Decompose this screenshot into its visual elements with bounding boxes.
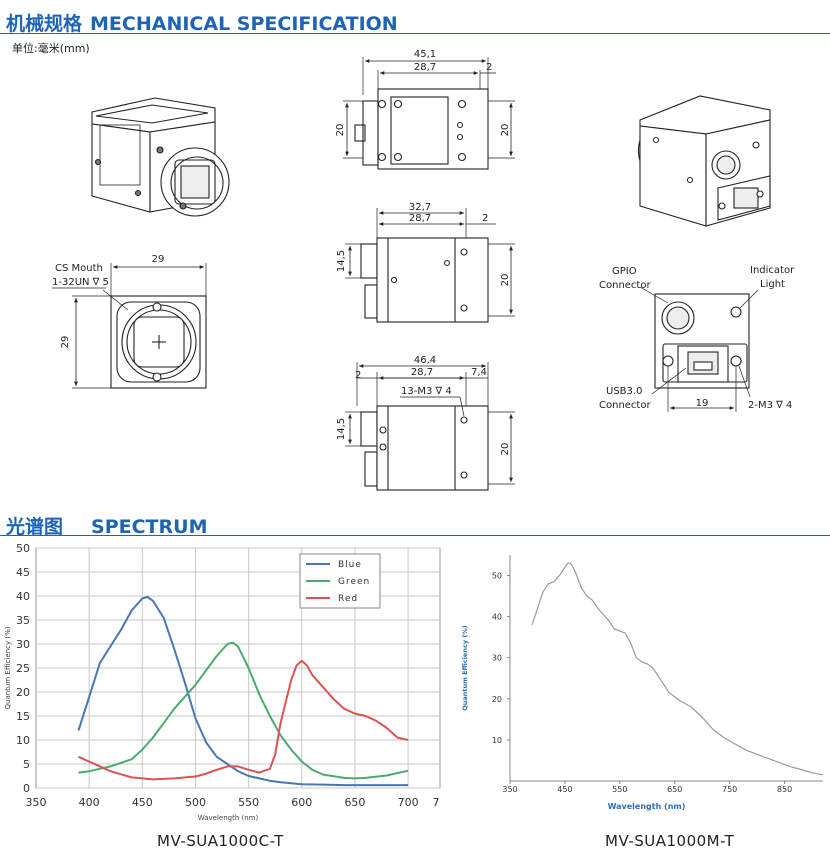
side-view-top <box>343 57 515 170</box>
x-axis-title: Wavelength (nm) <box>198 814 259 822</box>
x-tick-label: 350 <box>26 796 47 809</box>
legend-label-green: Green <box>338 577 370 587</box>
spectrum-title-rule <box>0 535 830 536</box>
camera-isometric-front <box>91 97 230 217</box>
indicator-label-line1: Indicator <box>750 265 795 276</box>
y-tick-label: 0 <box>23 782 30 795</box>
y-tick-label: 30 <box>492 654 502 663</box>
y-tick-label: 15 <box>16 710 30 723</box>
x-tick-label: 450 <box>132 796 153 809</box>
x-tick-label: 600 <box>291 796 312 809</box>
bottom-right-dim: 7,4 <box>471 367 487 378</box>
front-view-drawing <box>72 263 207 389</box>
front-height-dim: 29 <box>60 336 71 349</box>
camera-isometric-rear <box>638 95 771 227</box>
usb-pitch-dim: 19 <box>696 398 709 409</box>
usb-label-line1: USB3.0 <box>606 386 642 397</box>
bottom-left-dim: 2 <box>355 370 361 381</box>
mount-label-line2: 1-32UN ∇ 5 <box>52 277 109 288</box>
mechanical-drawing: 29 29 CS Mouth 1-32UN ∇ 5 45,1 28,7 2 20… <box>52 49 795 491</box>
mid-flange-dim: 2 <box>482 213 488 224</box>
y-tick-label: 20 <box>492 695 502 704</box>
side-view-bottom <box>345 362 515 491</box>
bottom-body-dim: 28,7 <box>411 367 433 378</box>
series-line-red <box>78 659 409 781</box>
mid-right-height-dim: 20 <box>500 274 511 287</box>
x-tick-label: 850 <box>777 785 792 794</box>
bottom-total-dim: 46,4 <box>414 355 436 366</box>
top-left-height-dim: 20 <box>335 124 346 137</box>
top-right-height-dim: 20 <box>500 124 511 137</box>
color-chart-caption: MV-SUA1000C-T <box>157 832 284 850</box>
front-width-dim: 29 <box>152 254 165 265</box>
gpio-label-line1: GPIO <box>612 266 637 277</box>
unit-label: 单位:毫米(mm) <box>12 42 90 55</box>
x-tick-label: 650 <box>344 796 365 809</box>
legend-label-red: Red <box>338 594 358 604</box>
y-axis-title: Quantum Efficiency (%) <box>461 625 469 711</box>
x-tick-label: 550 <box>238 796 259 809</box>
rear-view-drawing <box>639 286 759 412</box>
x-tick-label: 750 <box>722 785 737 794</box>
usb-label-line2: Connector <box>599 400 651 411</box>
series-line-blue <box>77 596 409 787</box>
mechanical-title-en: MECHANICAL SPECIFICATION <box>90 13 398 35</box>
y-tick-label: 40 <box>492 613 502 622</box>
top-flange-dim: 2 <box>486 62 492 73</box>
mid-total-dim: 32,7 <box>409 202 431 213</box>
y-tick-label: 25 <box>16 662 30 675</box>
side-view-middle <box>345 208 515 323</box>
x-tick-label: 7 <box>433 796 440 809</box>
top-total-dim: 45,1 <box>414 49 436 60</box>
x-tick-label: 700 <box>398 796 419 809</box>
mount-label-line1: CS Mouth <box>55 263 103 274</box>
spectrum-title-cn: 光谱图 <box>6 516 64 538</box>
y-tick-label: 50 <box>16 542 30 555</box>
bottom-left-height-dim: 14,5 <box>336 418 347 440</box>
mid-body-dim: 28,7 <box>409 213 431 224</box>
mid-left-height-dim: 14,5 <box>336 250 347 272</box>
x-axis-title: Wavelength (nm) <box>608 802 686 811</box>
x-tick-label: 500 <box>185 796 206 809</box>
x-tick-label: 450 <box>557 785 572 794</box>
y-tick-label: 35 <box>16 614 30 627</box>
legend-label-blue: Blue <box>338 560 362 570</box>
y-tick-label: 50 <box>492 572 502 581</box>
y-tick-label: 10 <box>492 736 502 745</box>
x-tick-label: 650 <box>667 785 682 794</box>
rear-screw-label: 2-M3 ∇ 4 <box>748 400 792 411</box>
gpio-label-line2: Connector <box>599 280 651 291</box>
indicator-label-line2: Light <box>760 279 785 290</box>
y-tick-label: 20 <box>16 686 30 699</box>
y-tick-label: 10 <box>16 734 30 747</box>
mono-chart-caption: MV-SUA1000M-T <box>605 832 735 850</box>
y-tick-label: 5 <box>23 758 30 771</box>
series-line-mono <box>531 562 824 776</box>
x-tick-label: 400 <box>79 796 100 809</box>
mechanical-title-rule <box>0 33 830 34</box>
y-tick-label: 40 <box>16 590 30 603</box>
x-tick-label: 550 <box>612 785 627 794</box>
y-tick-label: 45 <box>16 566 30 579</box>
y-axis-title: Quantum Efficiency (%) <box>4 626 12 709</box>
series-line-green <box>78 641 409 780</box>
top-body-dim: 28,7 <box>414 62 436 73</box>
color-spectrum-chart: 0 5 10 15 20 25 30 35 40 45 50 350 400 450 500 550 600 65… <box>4 542 441 822</box>
y-tick-label: 30 <box>16 638 30 651</box>
spectrum-title-en: SPECTRUM <box>91 516 208 538</box>
bottom-right-height-dim: 20 <box>500 443 511 456</box>
spectrum-section-title: 光谱图 SPECTRUM <box>6 512 207 539</box>
mechanical-section-title: 机械规格 MECHANICAL SPECIFICATION <box>6 9 398 36</box>
mechanical-title-cn: 机械规格 <box>6 13 83 35</box>
bottom-screw-label: 13-M3 ∇ 4 <box>401 386 452 397</box>
x-tick-label: 350 <box>502 785 517 794</box>
